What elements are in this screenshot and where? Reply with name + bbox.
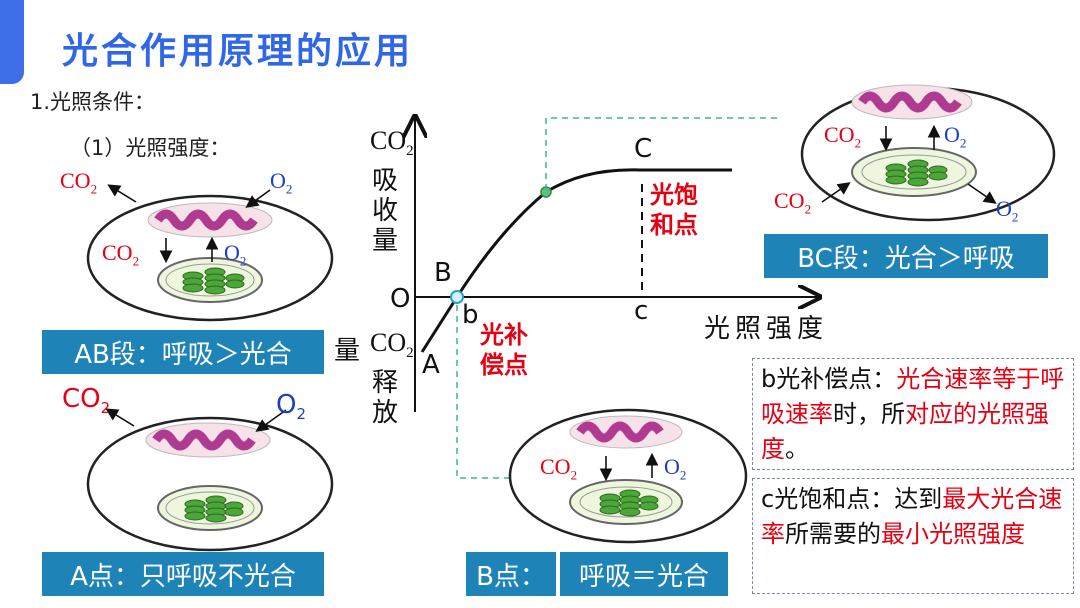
label-ab-segment: AB段：呼吸＞光合 — [42, 330, 324, 374]
y-axis-label-up: CO2 吸收量 — [370, 126, 414, 256]
point-b-label: B — [434, 258, 452, 288]
compensation-point-label: 光补偿点 — [480, 321, 528, 379]
cell-b-o2: O2 — [664, 454, 687, 483]
cell-ab-co2-out: CO2 — [60, 168, 98, 197]
cell-a-co2-out: CO2 — [62, 384, 111, 418]
title-accent-bar — [0, 0, 24, 84]
cell-bc-co2-in-small: CO2 — [824, 122, 862, 151]
cell-b-co2: CO2 — [540, 454, 578, 483]
point-b-lower-label: b — [462, 300, 479, 330]
point-b-marker — [450, 290, 464, 304]
cell-bc: CO2 O2 CO2 O2 — [770, 72, 1070, 232]
point-c-label: C — [634, 134, 653, 164]
cell-bc-diagram — [800, 84, 1056, 222]
label-b-point-right: 呼吸＝光合 — [560, 552, 728, 596]
cell-ab-diagram — [86, 184, 334, 322]
cell-a-diagram — [86, 408, 334, 552]
origin-label: O — [390, 284, 411, 314]
saturation-point-label: 光饱和点 — [650, 181, 698, 239]
label-bc-segment: BC段：光合＞呼吸 — [764, 234, 1048, 278]
light-response-graph — [340, 100, 840, 479]
y-axis-label-down-last: 量 — [334, 336, 361, 366]
x-axis-label: 光照强度 — [704, 314, 829, 344]
cell-ab-o2-in: O2 — [270, 168, 293, 197]
connector-b — [456, 305, 512, 479]
connector-bc — [545, 117, 780, 190]
cell-bc-o2-out-small: O2 — [944, 122, 967, 151]
cell-bc-co2-in: CO2 — [774, 188, 812, 217]
cell-ab-o2-out: O2 — [224, 240, 247, 269]
cell-b-diagram — [508, 408, 748, 544]
label-a-point: A点：只呼吸不光合 — [42, 552, 324, 596]
y-axis-label-down: CO2 释放 — [370, 328, 414, 428]
label-b-point-left: B点： — [466, 552, 556, 596]
point-c-lower-label: c — [634, 296, 649, 326]
info-compensation: b光补偿点：光合速率等于呼吸速率时，所对应的光照强度。 — [752, 358, 1074, 470]
section-heading: 1.光照条件： — [30, 90, 156, 114]
cell-a-o2-in: O2 — [276, 390, 307, 424]
subsection-heading: （1）光照强度： — [70, 136, 231, 160]
cell-ab: CO2 O2 CO2 O2 — [58, 168, 348, 328]
point-a-label: A — [422, 350, 440, 380]
page-title: 光合作用原理的应用 — [62, 31, 414, 72]
cell-a: CO2 O2 — [58, 384, 348, 556]
info-saturation: c光饱和点：达到最大光合速率所需要的最小光照强度 — [752, 478, 1074, 594]
cell-b: CO2 O2 — [500, 398, 750, 548]
cell-ab-co2-in: CO2 — [102, 240, 140, 269]
cell-bc-o2-out: O2 — [996, 196, 1019, 225]
